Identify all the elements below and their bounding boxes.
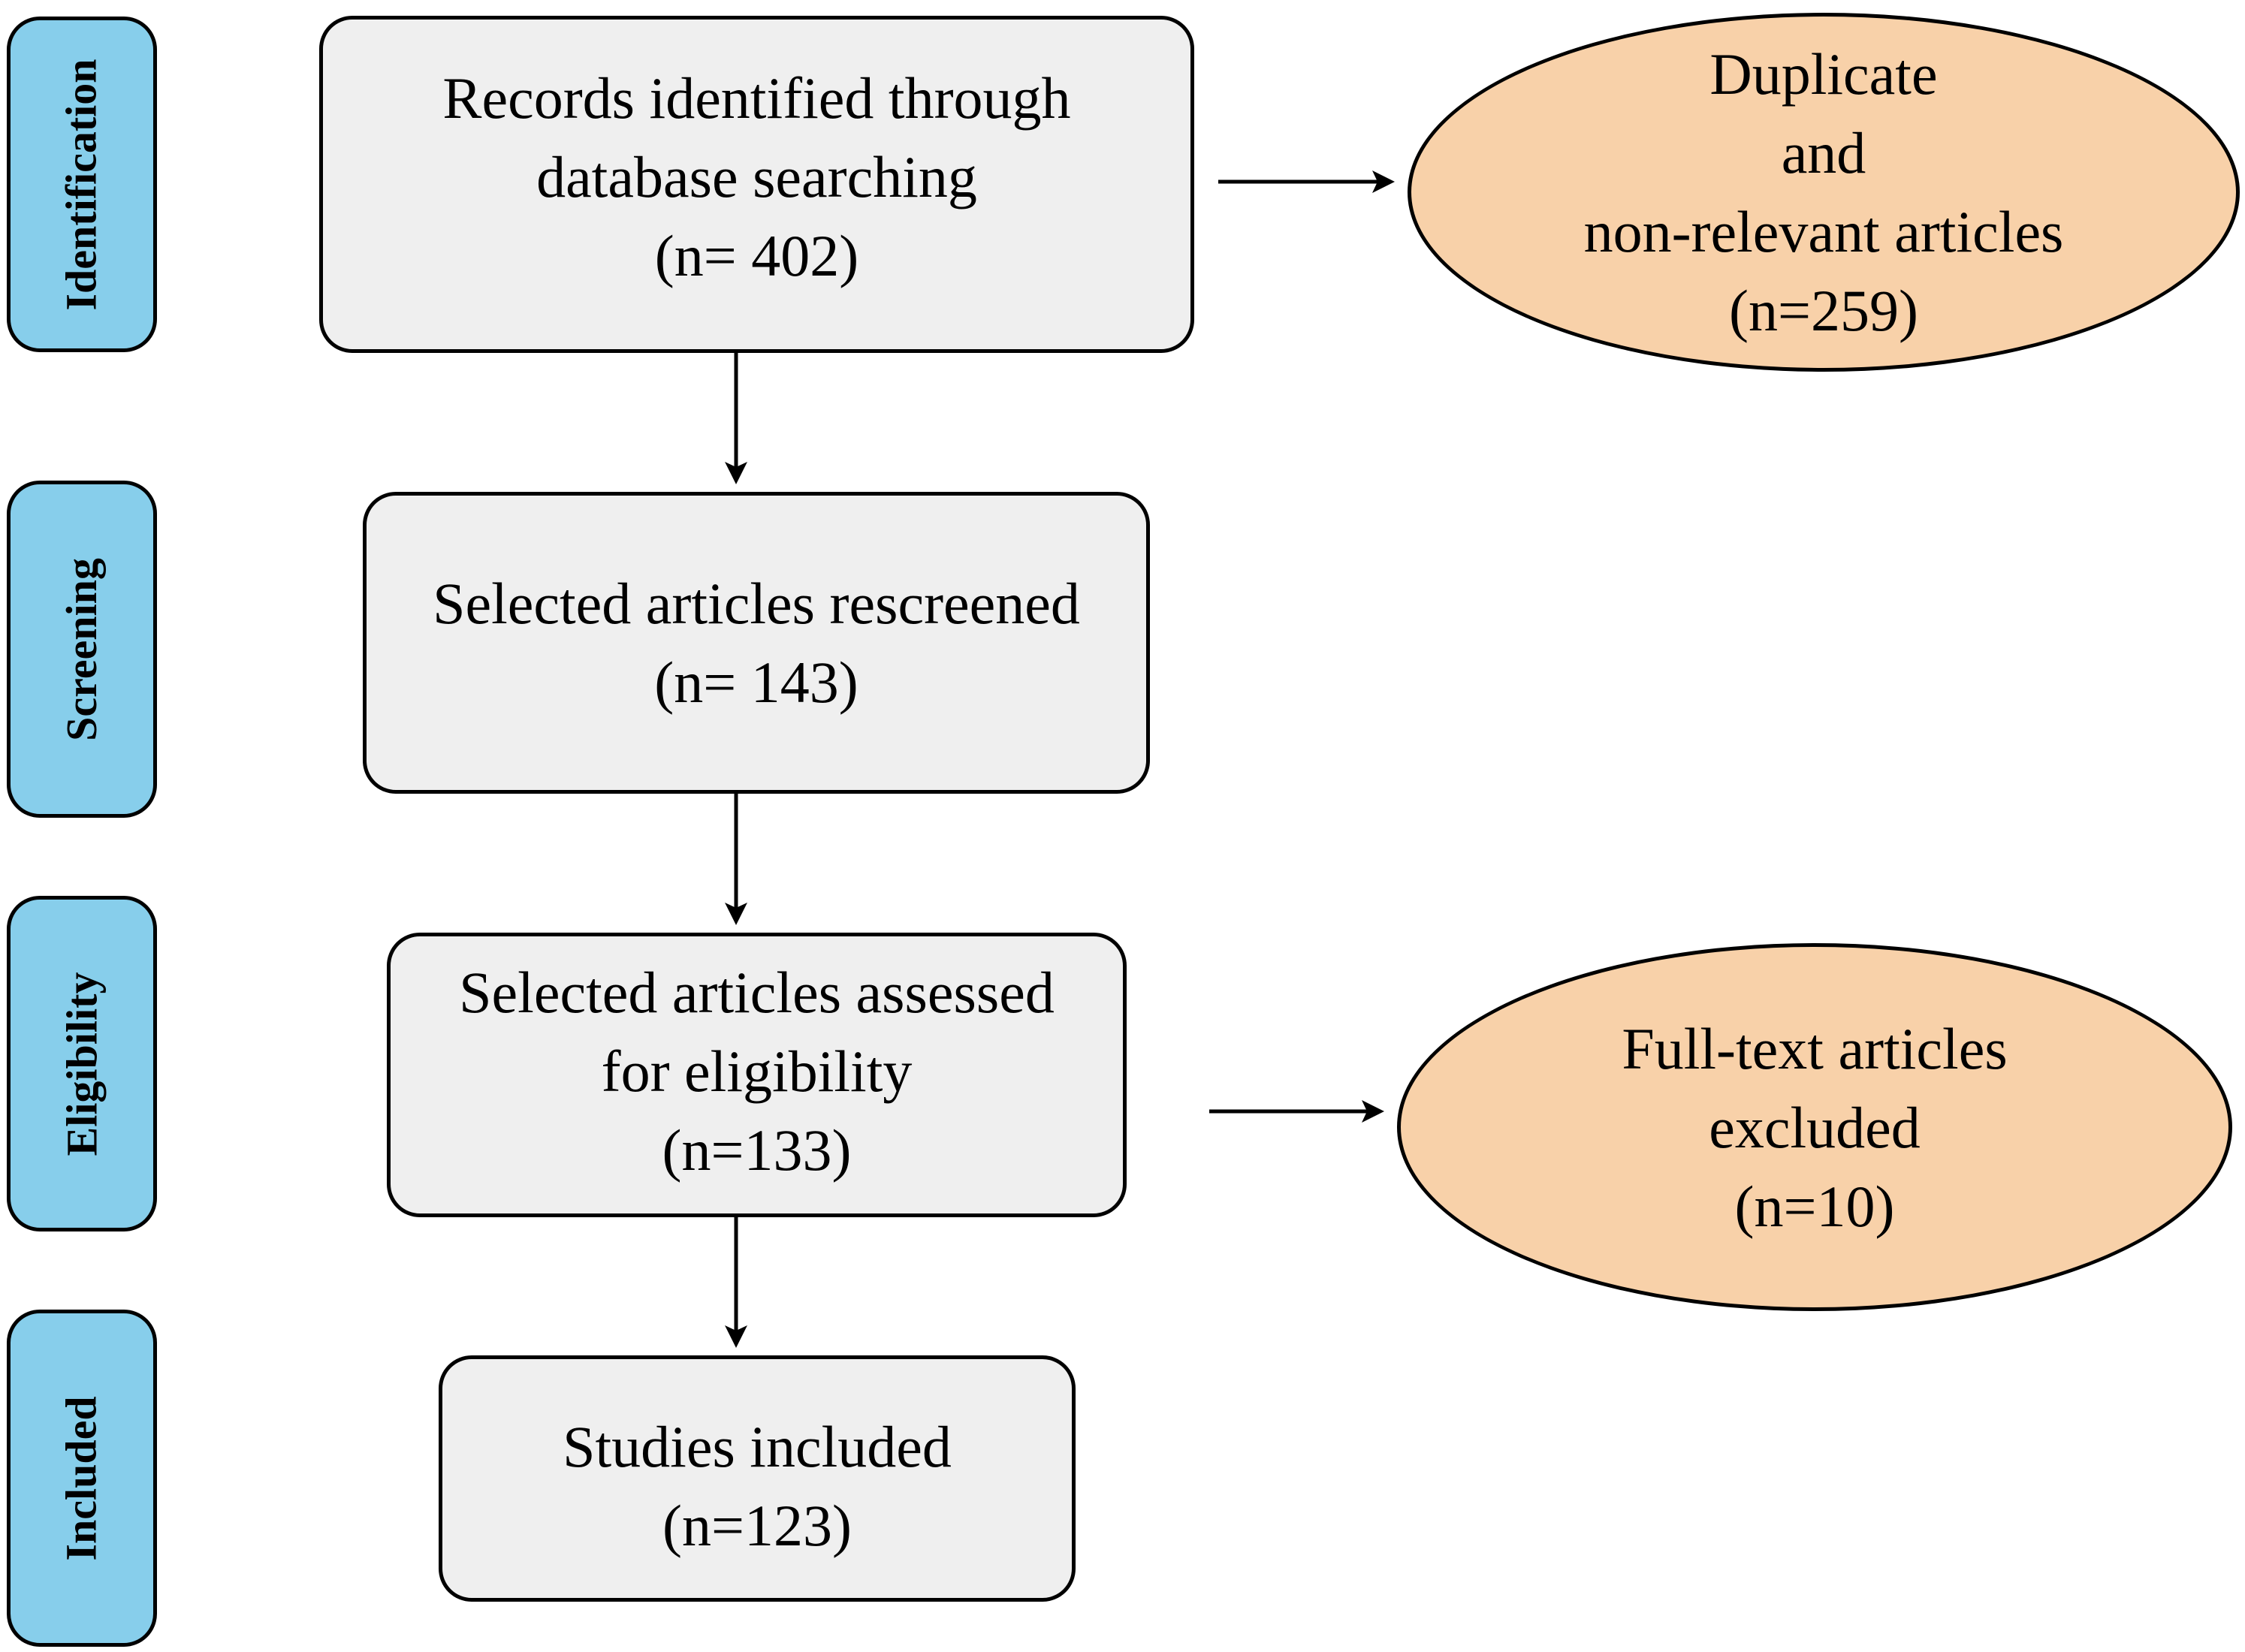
stage-eligibility: Eligibility xyxy=(7,896,157,1231)
stage-label-eligibility: Eligibility xyxy=(57,972,107,1156)
included-box-line-1: Studies included xyxy=(563,1414,952,1479)
stage-identification: Identification xyxy=(7,17,157,352)
eligibility-box-count: (n=133) xyxy=(662,1117,852,1183)
duplicate-line-2: and xyxy=(1781,120,1866,185)
stage-screening: Screening xyxy=(7,481,157,818)
records-box-count: (n= 402) xyxy=(654,223,859,288)
stage-label-identification: Identification xyxy=(57,58,106,311)
rescreened-box-count: (n= 143) xyxy=(654,650,858,715)
fulltext-excluded-ellipse: Full-text articles excluded (n=10) xyxy=(1397,943,2232,1311)
eligibility-box-line-1: Selected articles assessed xyxy=(459,960,1055,1025)
stage-label-included: Included xyxy=(57,1395,107,1561)
rescreened-box: Selected articles rescreened (n= 143) xyxy=(363,492,1150,794)
fulltext-line-1: Full-text articles xyxy=(1622,1015,2008,1081)
eligibility-assessed-box: Selected articles assessed for eligibili… xyxy=(387,933,1127,1217)
records-box-line-1: Records identified through xyxy=(442,65,1071,131)
duplicate-count: (n=259) xyxy=(1729,278,1918,343)
records-box-line-2: database searching xyxy=(536,144,977,210)
duplicate-line-1: Duplicate xyxy=(1709,41,1938,107)
rescreened-box-line-1: Selected articles rescreened xyxy=(433,571,1080,636)
included-box-count: (n=123) xyxy=(662,1493,852,1558)
records-identified-box: Records identified through database sear… xyxy=(319,16,1194,353)
studies-included-box: Studies included (n=123) xyxy=(439,1355,1076,1602)
fulltext-line-2: excluded xyxy=(1709,1094,1921,1160)
fulltext-count: (n=10) xyxy=(1734,1173,1895,1239)
stage-label-screening: Screening xyxy=(57,557,106,741)
eligibility-box-line-2: for eligibility xyxy=(601,1039,913,1104)
duplicate-line-3: non-relevant articles xyxy=(1583,199,2064,264)
duplicate-excluded-ellipse: Duplicate and non-relevant articles (n=2… xyxy=(1408,13,2240,372)
stage-included: Included xyxy=(7,1310,157,1647)
